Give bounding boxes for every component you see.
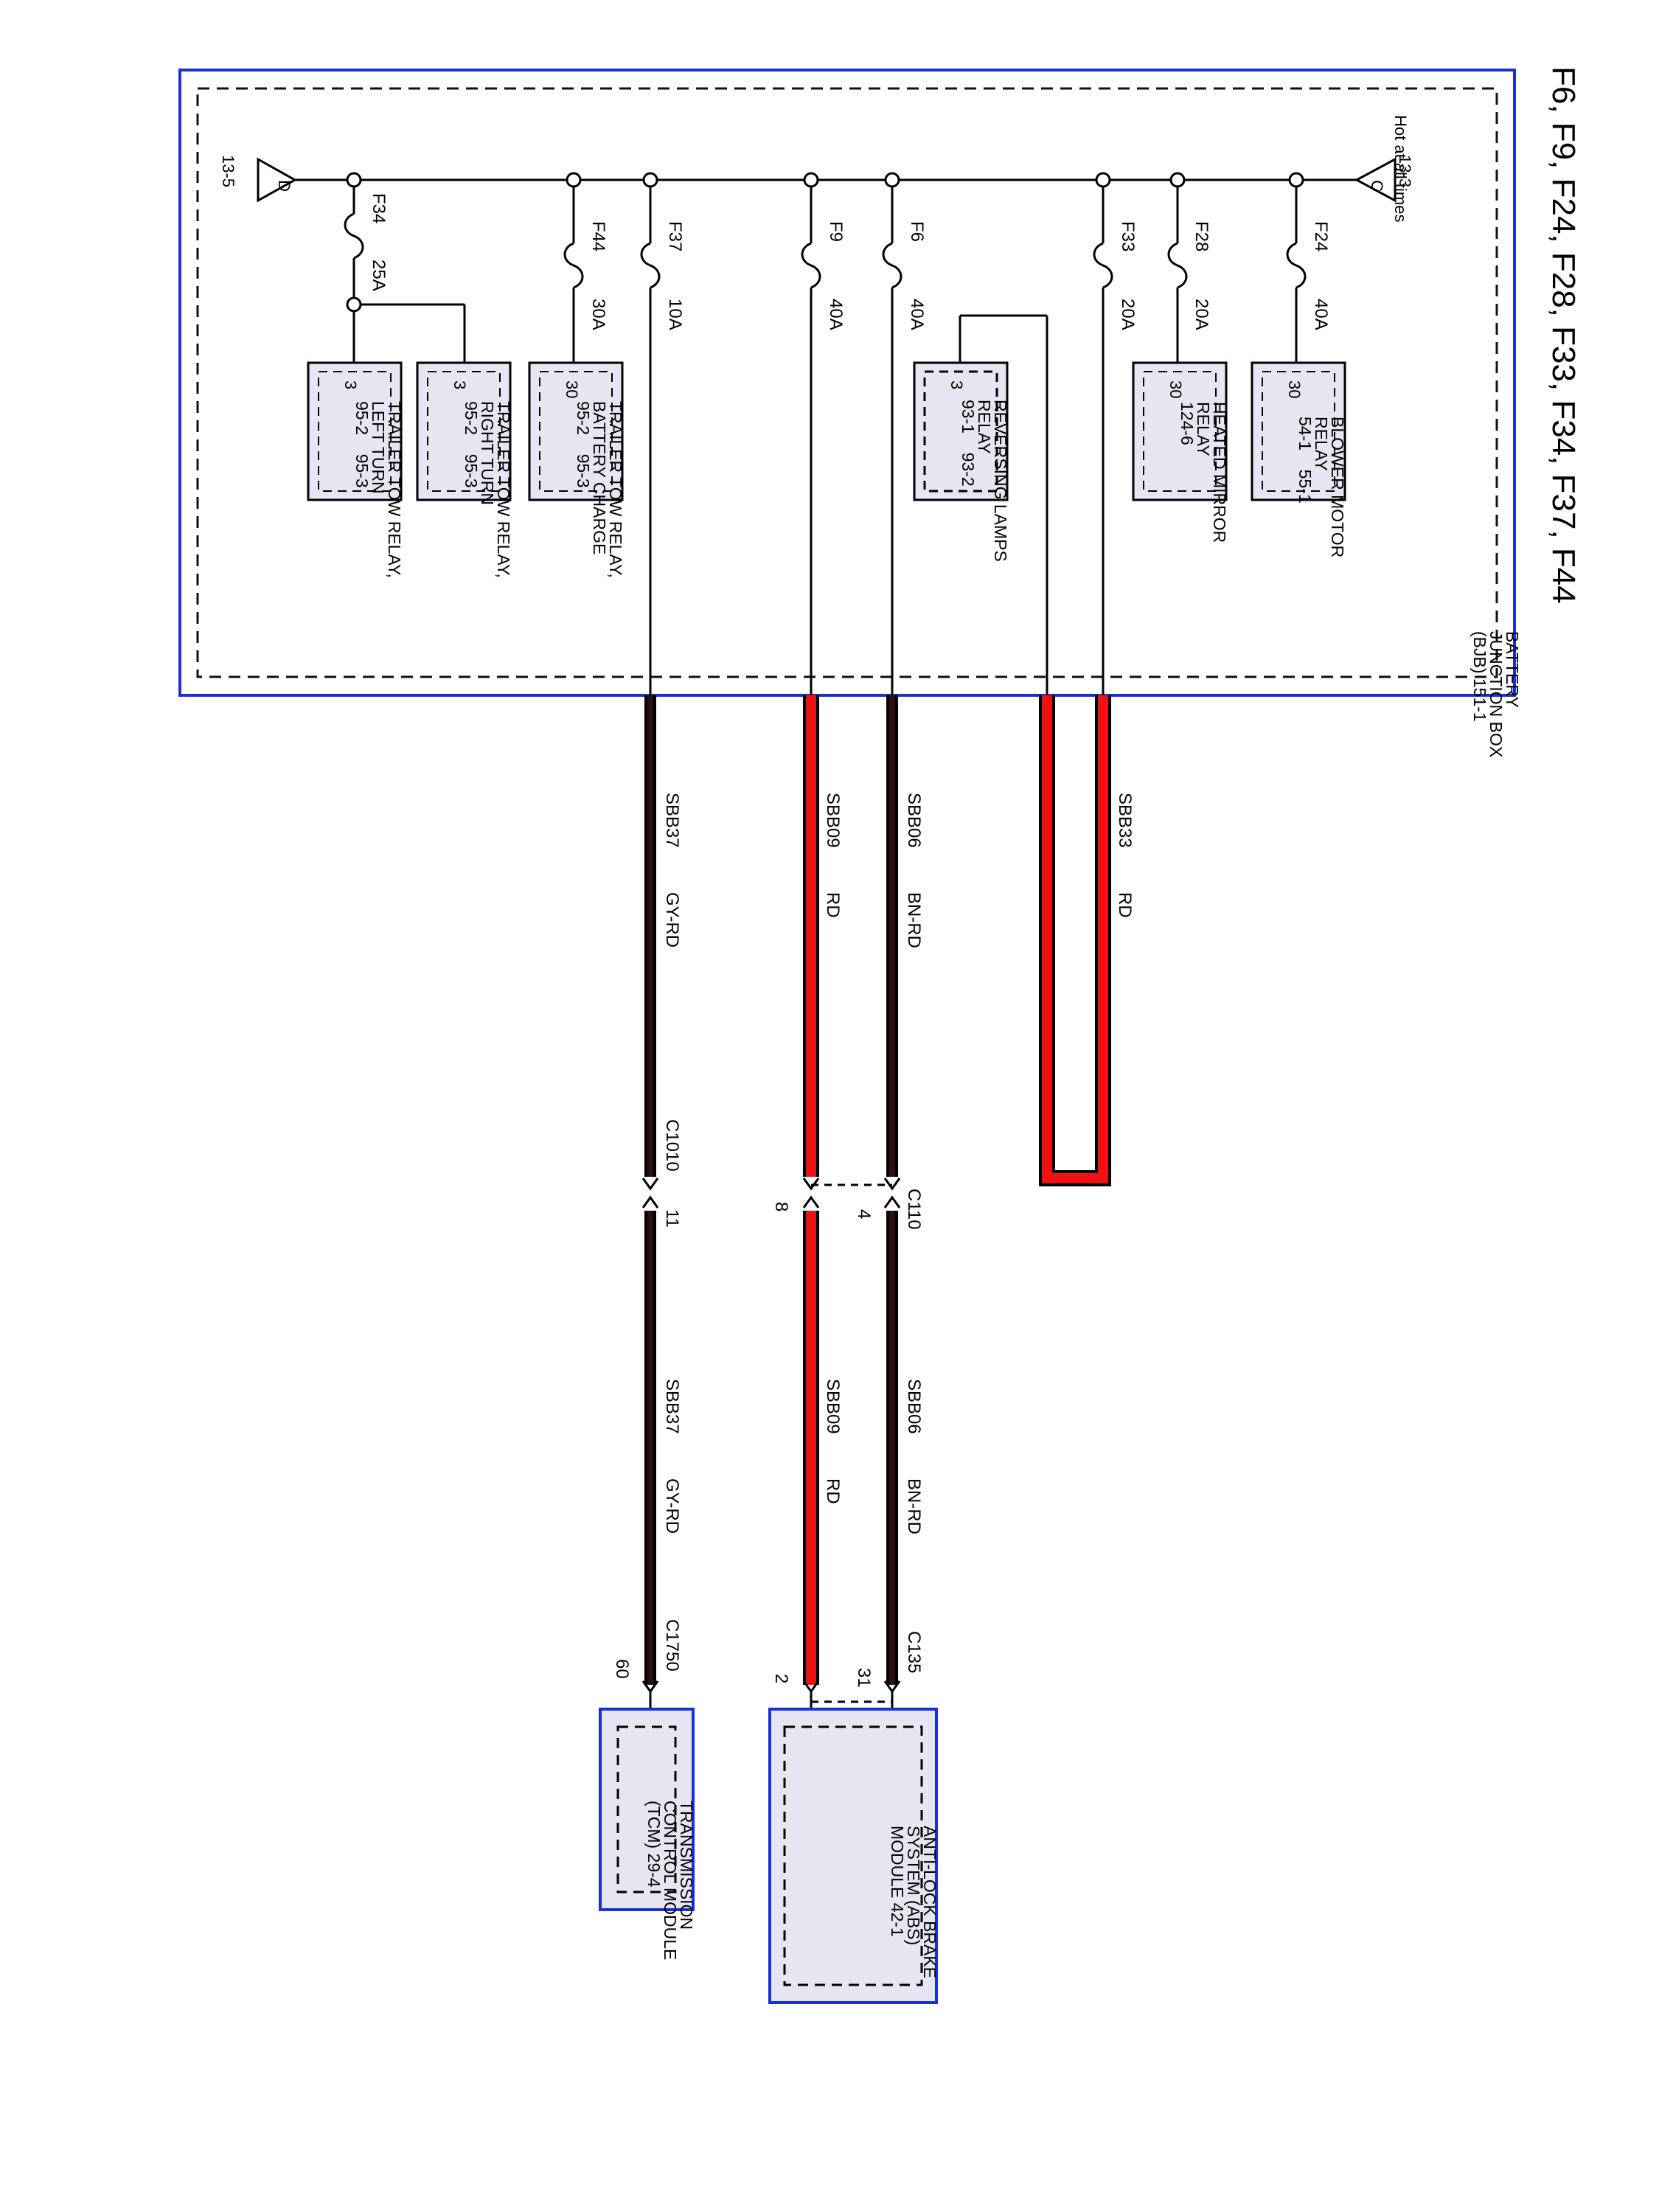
connector-c135-pin: 31 [854, 1668, 874, 1688]
fuse-f37-amp: 10A [665, 299, 685, 330]
relay-blower-motor: 30 BLOWER MOTOR RELAY 54-1 55-1 [1251, 361, 1346, 558]
relay-left-pin: 3 [341, 380, 360, 389]
wire-sbb09-lower: SBB09 RD [803, 1211, 843, 1685]
wire-sbb37-upper-color: GY-RD [662, 892, 682, 947]
fuse-f33-name: F33 [1118, 221, 1138, 251]
connector-c1750: C1750 60 [612, 1619, 682, 1709]
fuse-f37: F37 10A [640, 172, 685, 695]
fuse-f34-name: F34 [369, 193, 389, 223]
fuse-f28-name: F28 [1192, 221, 1211, 251]
relay-reversing-name: REVERSING LAMPS RELAY [975, 400, 1009, 562]
module-tcm-label: TRANSMISSION CONTROL MODULE (TCM) 29-4 [644, 1801, 695, 1961]
wire-sbb33-color: RD [1115, 892, 1135, 918]
fuse-f24-name: F24 [1311, 221, 1331, 251]
relay-trailer-right-turn: 3 TRAILER TOW RELAY, RIGHT TURN 95-2 95-… [416, 361, 512, 578]
fuse-f28-amp: 20A [1192, 299, 1211, 330]
connector-c1750-pin: 60 [612, 1659, 632, 1679]
fuse-f24-amp: 40A [1311, 299, 1331, 330]
relay-reversing-lamps: 3 REVERSING LAMPS RELAY 93-1 93-2 [913, 314, 1048, 695]
wire-sbb06-lower-color: BN-RD [904, 1478, 924, 1534]
fuse-f34: F34 25A [344, 172, 466, 363]
fuse-f28: F28 20A [1167, 172, 1211, 363]
wire-sbb09-lower-circuit: SBB09 [823, 1379, 843, 1434]
relay-blower-pin: 30 [1285, 380, 1304, 398]
relay-heated-mirror: 30 HEATED MIRROR RELAY 124-6 [1132, 361, 1228, 543]
connector-c135: C135 31 2 [771, 1631, 924, 1709]
fuse-f9-name: F9 [826, 221, 846, 242]
module-abs-label: ANTI-LOCK BRAKE SYSTEM (ABS) MODULE 42-1 [888, 1826, 938, 1979]
connector-c110-pin-b: 8 [771, 1202, 791, 1211]
tri-d-ref: 13-5 [219, 155, 237, 187]
connector-c110-pin-a: 4 [854, 1209, 874, 1219]
module-abs: ANTI-LOCK BRAKE SYSTEM (ABS) MODULE 42-1 [768, 1708, 938, 2004]
fuse-f6: F6 40A [882, 172, 927, 695]
relay-right-refs: 95-2 95-3 [462, 401, 481, 488]
relay-left-refs: 95-2 95-3 [352, 401, 372, 488]
tri-c-letter: C [1368, 180, 1386, 192]
connector-c1010: C1010 11 [641, 1119, 682, 1228]
hot-at-all-times-label: Hot at all times [1391, 115, 1410, 223]
fuse-f24: F24 40A [1286, 172, 1331, 363]
wire-sbb09-upper-color: RD [823, 892, 843, 918]
fuse-f44-name: F44 [588, 221, 608, 251]
wire-sbb06-lower: SBB06 BN-RD [886, 1211, 924, 1685]
relay-left-name: TRAILER TOW RELAY, LEFT TURN [369, 401, 403, 578]
wire-sbb06-upper-color: BN-RD [904, 892, 924, 948]
bjb-label: BATTERY JUNCTION BOX (BJB) 151-1 [1470, 631, 1520, 758]
fuse-f9-amp: 40A [826, 299, 846, 330]
connector-c135-name: C135 [904, 1631, 924, 1673]
tri-d-letter: D [275, 180, 293, 192]
fuse-f37-name: F37 [665, 221, 685, 251]
wire-sbb06-upper: SBB06 BN-RD [886, 695, 924, 1177]
connector-c110-name: C110 [904, 1189, 924, 1230]
connector-c1010-pin: 11 [662, 1209, 682, 1228]
tri-c-ref: 13-3 [1396, 155, 1414, 187]
relay-blower-refs: 54-1 55-1 [1295, 417, 1315, 504]
relay-mirror-refs: 124-6 [1178, 402, 1197, 445]
connector-c110: C110 4 8 [771, 1178, 924, 1230]
wire-sbb37-lower-color: GY-RD [662, 1478, 682, 1534]
bjb-box-inner [196, 87, 1498, 678]
relay-charge-name: TRAILER TOW RELAY, BATTERY CHARGE [590, 401, 624, 578]
relay-charge-pin: 30 [563, 380, 581, 398]
wire-sbb09-upper: SBB09 RD [803, 695, 843, 1177]
wire-sbb37-upper: SBB37 GY-RD [644, 695, 682, 1177]
wire-sbb37-lower: SBB37 GY-RD [644, 1211, 682, 1685]
relay-reversing-refs: 93-1 93-2 [959, 400, 978, 487]
relay-trailer-left-turn: 3 TRAILER TOW RELAY, LEFT TURN 95-2 95-3 [307, 361, 403, 578]
tri-c-symbol [1354, 157, 1397, 203]
wire-sbb33-circuit: SBB33 [1115, 793, 1135, 848]
relay-right-name: TRAILER TOW RELAY, RIGHT TURN [478, 401, 512, 578]
tri-d-symbol [257, 157, 298, 203]
fuse-f44: F44 30A [563, 172, 608, 363]
relay-reversing-pin: 3 [947, 380, 966, 389]
relay-mirror-name: HEATED MIRROR RELAY [1194, 402, 1228, 543]
relay-charge-refs: 95-2 95-3 [574, 401, 593, 488]
wire-sbb06-lower-circuit: SBB06 [904, 1379, 924, 1434]
wire-sbb09-lower-color: RD [823, 1478, 843, 1504]
fuse-f34-amp: 25A [369, 260, 389, 291]
relay-mirror-pin: 30 [1166, 380, 1185, 398]
fuse-f44-amp: 30A [588, 299, 608, 330]
connector-c1010-name: C1010 [662, 1119, 682, 1172]
relay-right-pin: 3 [451, 380, 469, 389]
fuse-f33-amp: 20A [1118, 299, 1138, 330]
module-tcm: TRANSMISSION CONTROL MODULE (TCM) 29-4 [599, 1708, 695, 1961]
fuse-f33: F33 20A [1093, 172, 1138, 695]
fuse-f6-amp: 40A [907, 299, 927, 330]
wire-sbb33: SBB33 RD [1039, 695, 1135, 1186]
relay-blower-name: BLOWER MOTOR RELAY [1312, 417, 1346, 558]
relay-trailer-battery-charge: 30 TRAILER TOW RELAY, BATTERY CHARGE 95-… [528, 361, 624, 578]
fuse-f9: F9 40A [801, 172, 846, 695]
wire-sbb37-lower-circuit: SBB37 [662, 1379, 682, 1434]
fuse-f6-name: F6 [907, 221, 927, 242]
wire-sbb09-upper-circuit: SBB09 [823, 793, 843, 848]
wire-sbb06-upper-circuit: SBB06 [904, 793, 924, 848]
connector-c1750-name: C1750 [662, 1619, 682, 1672]
abs-pin-2: 2 [771, 1674, 791, 1683]
wire-sbb37-upper-circuit: SBB37 [662, 793, 682, 848]
